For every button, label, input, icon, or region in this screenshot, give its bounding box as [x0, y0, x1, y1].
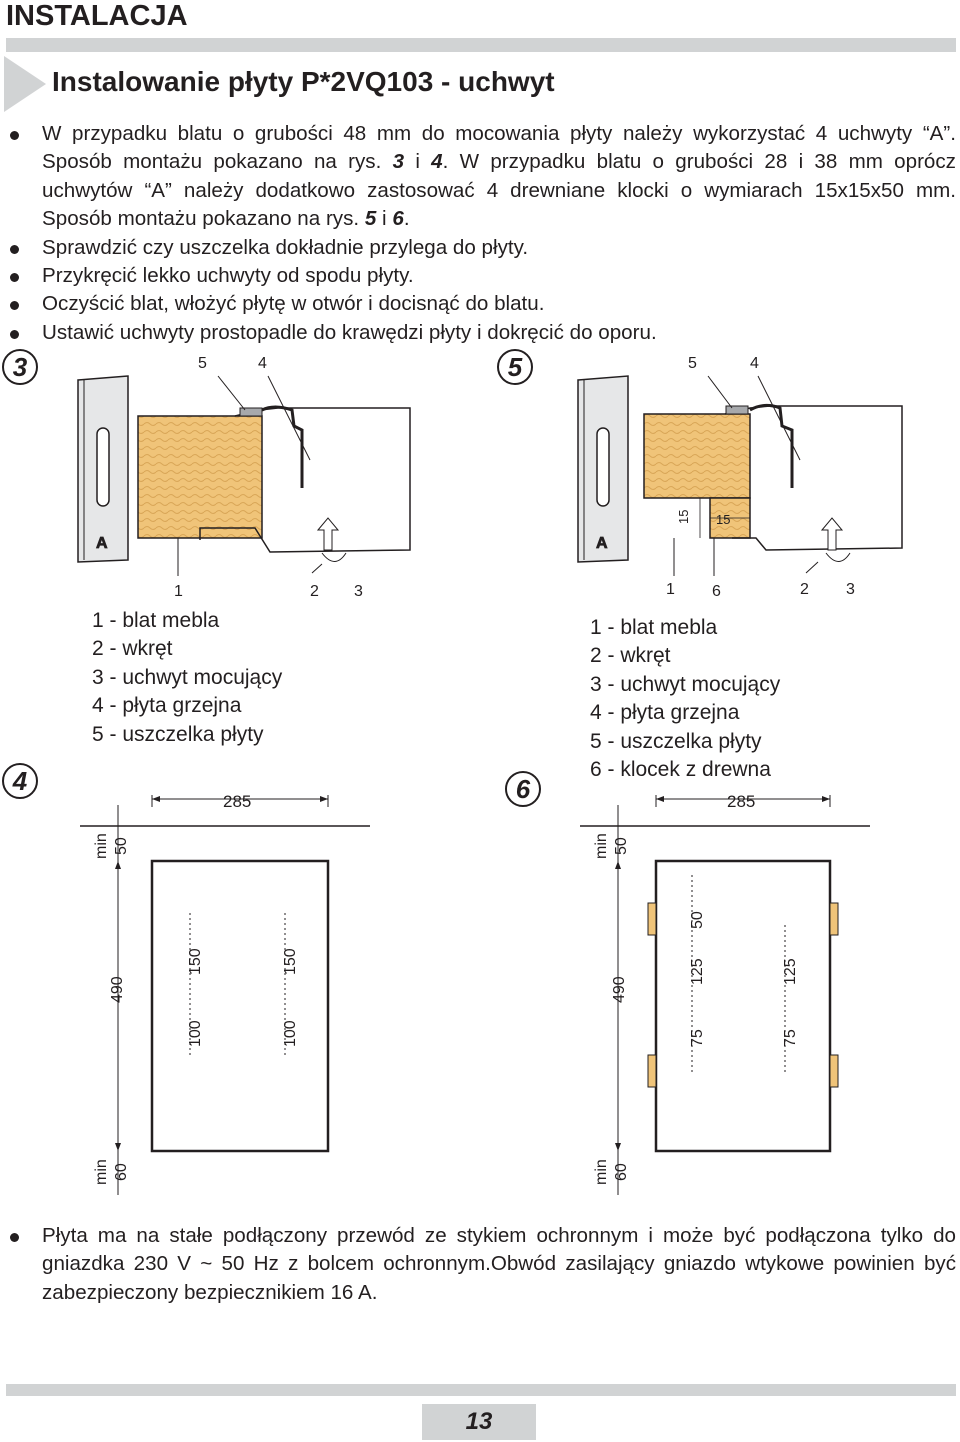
top-rule — [6, 38, 956, 52]
legend-left: 1 - blat mebla 2 - wkręt 3 - uchwyt mocu… — [92, 607, 282, 749]
dim-100-left: 100 — [187, 1020, 204, 1047]
bullet-icon — [10, 329, 19, 339]
instruction-text: i — [404, 150, 432, 174]
dim-height: 490 — [611, 976, 628, 1003]
dim-100-right: 100 — [282, 1020, 299, 1047]
figure-4-cutout-drawing: 285 min 50 490 min 60 150 100 150 100 — [80, 792, 370, 1195]
instruction-text: W przypadku blatu o grubości 48 mm do mo… — [42, 122, 956, 174]
legend-item: 1 - blat mebla — [590, 616, 718, 639]
bracket-letter: A — [596, 535, 608, 552]
dim-min-label: min — [93, 833, 110, 859]
figure-ref: 5 — [364, 207, 377, 231]
cutout-outline — [654, 859, 832, 1153]
page-number: 13 — [422, 1404, 536, 1440]
callout-4: 4 — [750, 355, 759, 372]
figure-ref: 4 — [431, 150, 443, 174]
dim-min-bottom: 60 — [113, 1163, 130, 1181]
bullet-icon — [10, 131, 19, 140]
figure-3-section-drawing: A 5 4 1 2 3 — [77, 355, 411, 598]
wood-block — [647, 902, 657, 936]
countertop-wood — [137, 415, 263, 539]
figure-3-number: 3 — [2, 349, 38, 385]
dim-15-vertical: 15 — [676, 510, 691, 524]
legend-item: 2 - wkręt — [92, 637, 173, 661]
callout-4: 4 — [258, 355, 267, 372]
instruction-item: Płyta ma na stałe podłączony przewód ze … — [8, 1222, 956, 1307]
callout-2: 2 — [310, 583, 319, 598]
dim-125-right: 125 — [782, 958, 799, 985]
instruction-text: . — [403, 207, 410, 231]
dim-150-right: 150 — [282, 948, 299, 975]
figure-6-number: 6 — [505, 771, 541, 807]
countertop-wood — [643, 413, 751, 499]
figure-4-number: 4 — [2, 763, 38, 799]
callout-3: 3 — [846, 581, 855, 598]
legend-item: 3 - uchwyt mocujący — [92, 665, 283, 689]
wood-block — [829, 1054, 839, 1088]
instruction-text: . W przypadku blatu o grubości 28 i 38 m… — [42, 150, 956, 231]
figure-ref: 6 — [392, 207, 404, 231]
instruction-item: Sprawdzić czy uszczelka dokładnie przyle… — [8, 234, 956, 262]
figure-5-section-drawing: A 15 15 5 4 1 6 2 3 — [577, 355, 903, 598]
legend-item: 3 - uchwyt mocujący — [590, 672, 781, 696]
dim-height: 490 — [109, 976, 126, 1003]
instruction-item: Oczyścić blat, włożyć płytę w otwór i do… — [8, 290, 956, 318]
instruction-list: W przypadku blatu o grubości 48 mm do mo… — [8, 120, 956, 347]
callout-1: 1 — [174, 583, 183, 598]
instruction-item: Przykręcić lekko uchwyty od spodu płyty. — [8, 262, 956, 290]
dim-15-horizontal: 15 — [716, 512, 730, 527]
dim-width: 285 — [223, 792, 251, 811]
dim-width: 285 — [727, 792, 755, 811]
instruction-item: Ustawić uchwyty prostopadle do krawędzi … — [8, 319, 956, 347]
dim-75-left: 75 — [689, 1029, 706, 1047]
wood-block — [829, 902, 839, 936]
wood-block — [647, 1054, 657, 1088]
cutout-outline — [150, 859, 330, 1153]
dim-min-label: min — [93, 1159, 110, 1185]
subtitle-arrow-icon — [4, 56, 46, 112]
figure-5-number: 5 — [497, 349, 533, 385]
bullet-icon — [10, 244, 19, 254]
dim-min-label: min — [593, 833, 610, 859]
dim-125-left: 125 — [689, 958, 706, 985]
instruction-text: Ustawić uchwyty prostopadle do krawędzi … — [42, 320, 657, 344]
section-title: INSTALACJA — [6, 0, 188, 32]
legend-item: 4 - płyta grzejna — [590, 701, 740, 725]
dim-75-right: 75 — [782, 1029, 799, 1047]
callout-5: 5 — [688, 355, 697, 372]
legend-item: 6 - klocek z drewna — [590, 758, 771, 782]
footer-note: Płyta ma na stałe podłączony przewód ze … — [8, 1222, 956, 1307]
instruction-text: Płyta ma na stałe podłączony przewód ze … — [42, 1224, 956, 1304]
legend-item: 1 - blat mebla — [92, 609, 220, 632]
dim-min-top: 50 — [113, 837, 130, 855]
instruction-text: Oczyścić blat, włożyć płytę w otwór i do… — [42, 292, 545, 316]
callout-6: 6 — [712, 583, 721, 598]
callout-2: 2 — [800, 581, 809, 598]
instruction-text: Sprawdzić czy uszczelka dokładnie przyle… — [42, 235, 529, 259]
callout-1: 1 — [666, 581, 675, 598]
figure-6-cutout-drawing: 285 min 50 490 min 60 50 125 75 125 75 — [580, 792, 870, 1195]
legend-item: 5 - uszczelka płyty — [92, 722, 264, 746]
legend-item: 5 - uszczelka płyty — [590, 729, 762, 753]
bottom-rule — [6, 1384, 956, 1396]
dim-50: 50 — [689, 911, 706, 929]
subtitle: Instalowanie płyty P*2VQ103 - uchwyt — [52, 66, 555, 97]
legend-item: 4 - płyta grzejna — [92, 694, 242, 718]
bullet-icon — [10, 301, 19, 311]
instruction-text: Przykręcić lekko uchwyty od spodu płyty. — [42, 264, 414, 288]
bullet-icon — [10, 273, 19, 283]
instruction-text: i — [376, 207, 393, 231]
legend-item: 2 - wkręt — [590, 644, 671, 668]
legend-right: 1 - blat mebla 2 - wkręt 3 - uchwyt mocu… — [590, 614, 780, 784]
callout-3: 3 — [354, 583, 363, 598]
dim-150-left: 150 — [187, 948, 204, 975]
dim-min-top: 50 — [613, 837, 630, 855]
dim-min-bottom: 60 — [613, 1163, 630, 1181]
instruction-item: W przypadku blatu o grubości 48 mm do mo… — [8, 120, 956, 234]
figure-ref: 3 — [392, 150, 405, 174]
callout-5: 5 — [198, 355, 207, 372]
dim-min-label: min — [593, 1159, 610, 1185]
bracket-letter: A — [96, 535, 108, 552]
bullet-icon — [10, 1233, 19, 1242]
